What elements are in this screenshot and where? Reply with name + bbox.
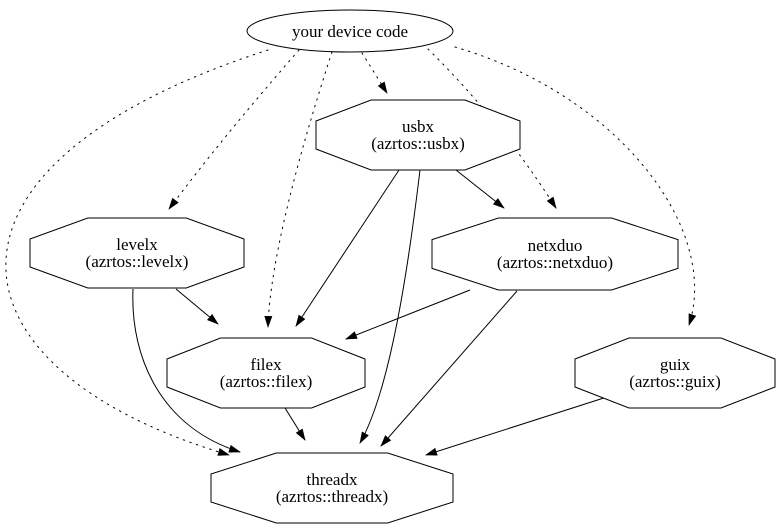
node-levelx-sublabel: (azrtos::levelx)	[86, 252, 189, 271]
node-device: your device code	[246, 9, 454, 53]
nodes-layer: your device codeusbx(azrtos::usbx)levelx…	[29, 9, 776, 524]
edge-device-levelx	[168, 49, 300, 210]
node-guix-label: guix	[660, 355, 691, 374]
node-threadx: threadx(azrtos::threadx)	[210, 452, 454, 524]
node-threadx-sublabel: (azrtos::threadx)	[276, 487, 388, 506]
edge-netxduo-threadx	[380, 290, 518, 447]
edge-usbx-netxduo	[455, 169, 505, 209]
node-levelx-octagon	[29, 217, 245, 289]
node-netxduo: netxduo(azrtos::netxduo)	[431, 217, 679, 291]
node-filex-octagon	[166, 337, 366, 409]
edge-guix-threadx	[425, 395, 611, 456]
edge-levelx-filex	[175, 288, 219, 325]
node-filex: filex(azrtos::filex)	[166, 337, 366, 409]
node-usbx: usbx(azrtos::usbx)	[315, 99, 521, 171]
node-filex-sublabel: (azrtos::filex)	[220, 372, 313, 391]
node-device-label: your device code	[292, 22, 408, 41]
node-filex-label: filex	[250, 355, 282, 374]
edges-layer	[5, 46, 697, 456]
edge-device-filex	[264, 51, 333, 328]
node-usbx-sublabel: (azrtos::usbx)	[371, 134, 464, 153]
node-guix-sublabel: (azrtos::guix)	[629, 372, 721, 391]
node-levelx: levelx(azrtos::levelx)	[29, 217, 245, 289]
edge-netxduo-filex	[345, 289, 471, 340]
node-guix: guix(azrtos::guix)	[574, 337, 776, 409]
edge-device-threadx	[5, 49, 269, 456]
edge-usbx-threadx	[359, 169, 421, 444]
node-device-ellipse	[246, 9, 454, 53]
edge-device-guix	[454, 46, 697, 326]
edge-device-usbx	[361, 52, 388, 94]
node-threadx-octagon	[210, 452, 454, 524]
node-netxduo-sublabel: (azrtos::netxduo)	[497, 253, 613, 272]
node-usbx-octagon	[315, 99, 521, 171]
node-levelx-label: levelx	[116, 235, 158, 254]
edge-levelx-threadx	[132, 288, 241, 453]
node-netxduo-octagon	[431, 217, 679, 291]
node-netxduo-label: netxduo	[528, 236, 583, 255]
node-guix-octagon	[574, 337, 776, 409]
edge-filex-threadx	[284, 407, 306, 441]
node-usbx-label: usbx	[402, 117, 435, 136]
node-threadx-label: threadx	[307, 470, 358, 489]
edge-usbx-filex	[295, 169, 400, 327]
